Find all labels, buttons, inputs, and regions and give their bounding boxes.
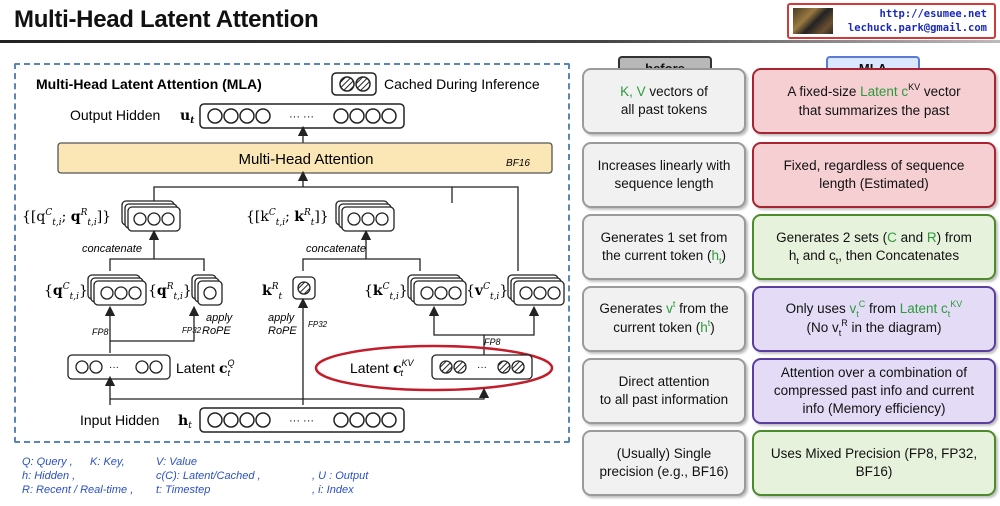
svg-text:ut: ut: [180, 108, 195, 126]
q-concat-label: concatenate: [82, 243, 142, 255]
legend-r: R: Recent / Real-time ,: [22, 484, 134, 496]
kr-label: kRt: [262, 282, 282, 302]
mla-diagram: Multi-Head Latent Attention (MLA) Cached…: [22, 72, 565, 433]
latent-kv-cached-vector: ···: [431, 354, 533, 380]
input-ellipsis: ··· ···: [289, 415, 314, 427]
page-title: Multi-Head Latent Attention: [14, 6, 319, 33]
latent-kv-highlight: [314, 344, 554, 392]
kc-stack: [407, 274, 467, 306]
latent-kv-ellipsis: ···: [477, 362, 487, 373]
mla-row-6: Uses Mixed Precision (FP8, FP32,BF16): [752, 430, 996, 496]
author-thumbnail: [793, 8, 833, 34]
k-apply-label: apply: [268, 312, 296, 324]
mla-row-4: Only uses vtC from Latent ctKV(No vtR in…: [752, 286, 996, 352]
q-fp8-label: FP8: [92, 327, 109, 337]
diagram-frame: [14, 63, 570, 443]
qc-stack: [87, 274, 147, 306]
mha-label: Multi-Head Attention: [238, 151, 373, 168]
input-hidden-label: Input Hidden: [80, 412, 159, 428]
latent-q-ellipsis: ···: [109, 362, 119, 373]
q-set-label: {[qCt,i; qRt,i]}: [22, 208, 111, 228]
q-apply-label: apply: [206, 312, 234, 324]
author-credit: http://esumee.net lechuck.park@gmail.com: [787, 3, 996, 39]
q-stack: [121, 200, 181, 232]
qr-label: {qRt,i}: [148, 282, 192, 302]
k-concat-label: concatenate: [306, 243, 366, 255]
q-rope-label: RoPE: [202, 325, 231, 337]
legend-t: t: Timestep: [156, 484, 211, 496]
credit-email[interactable]: lechuck.park@gmail.com: [847, 22, 987, 34]
kc-label: {kCt,i}: [364, 282, 408, 302]
legend-u: , U : Output: [312, 470, 369, 482]
svg-text:ht: ht: [178, 413, 192, 431]
k-rope-label: RoPE: [268, 325, 297, 337]
legend-k: K: Key,: [90, 456, 125, 468]
vc-stack: [507, 274, 565, 306]
diagram-title: Multi-Head Latent Attention (MLA): [36, 76, 262, 92]
legend-h: h: Hidden ,: [22, 470, 76, 482]
legend-v: V: Value: [156, 456, 197, 468]
input-vector: ··· ···: [199, 407, 405, 433]
qc-label: {qCt,i}: [44, 282, 88, 302]
title-underline: [0, 40, 1000, 43]
q-fp32-label: FP32: [182, 326, 202, 335]
qr-stack: [191, 274, 223, 306]
k-stack: [335, 200, 395, 232]
credit-url[interactable]: http://esumee.net: [879, 8, 987, 20]
mha-precision: BF16: [506, 158, 530, 169]
legend-c: c(C): Latent/Cached ,: [156, 470, 261, 482]
k-set-label: {[kCt,i; kRt]}: [246, 208, 329, 228]
kr-cached-vector: [292, 276, 316, 300]
kv-fp8-label: FP8: [484, 337, 501, 347]
legend-q: Q: Query ,: [22, 456, 73, 468]
cached-label: Cached During Inference: [384, 76, 540, 92]
cached-legend: Cached During Inference: [331, 72, 540, 96]
k-fp32-label: FP32: [308, 320, 328, 329]
vc-label: {vCt,i}: [466, 282, 508, 302]
output-hidden-label: Output Hidden: [70, 107, 160, 123]
legend-i: , i: Index: [312, 484, 354, 496]
latent-q-vector: ···: [67, 354, 171, 380]
output-ellipsis: ··· ···: [289, 111, 314, 123]
output-vector: ··· ···: [199, 103, 405, 129]
